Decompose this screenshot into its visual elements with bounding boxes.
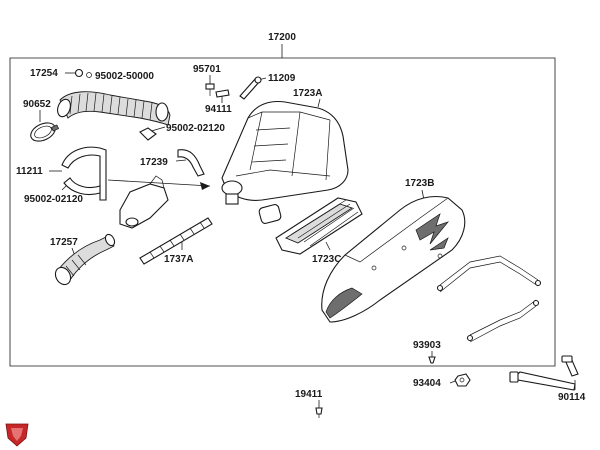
label-17200: 17200 [268, 32, 296, 43]
label-1723C: 1723C [312, 254, 341, 265]
label-90114: 90114 [558, 392, 586, 403]
part-90114-bolts [509, 355, 579, 391]
part-1723A-case [221, 100, 349, 205]
part-90652-clamp [30, 122, 60, 142]
label-90652: 90652 [23, 99, 51, 110]
label-95701: 95701 [193, 64, 221, 75]
part-11209-strap [239, 76, 262, 100]
label-11211: 11211 [16, 166, 43, 177]
label-93404: 93404 [413, 378, 441, 389]
label-95002-02120-a: 95002-02120 [166, 123, 225, 134]
label-1723B: 1723B [405, 178, 434, 189]
part-17254-cap [74, 68, 92, 78]
label-19411: 19411 [295, 389, 323, 400]
part-17239-hose [139, 127, 205, 177]
label-95002-50000: 95002-50000 [95, 71, 154, 82]
label-1737A: 1737A [164, 254, 193, 265]
part-intake-duct [57, 91, 171, 126]
part-1723C-filter [275, 197, 363, 255]
part-connector [107, 175, 211, 229]
part-19411-screw [315, 407, 323, 418]
part-1723B-cover [321, 195, 466, 323]
part-11211-tube [61, 146, 107, 201]
label-1723A: 1723A [293, 88, 322, 99]
assembly-frame [9, 44, 556, 367]
part-1737A-tube [139, 217, 213, 265]
red-shield-logo-icon [5, 423, 29, 447]
part-93903-screw [428, 356, 436, 364]
label-93903: 93903 [413, 340, 441, 351]
part-95701-bolt [205, 83, 230, 98]
label-11209: 11209 [268, 73, 296, 84]
part-93404-nut [454, 373, 471, 387]
part-wire-clips [436, 255, 542, 343]
label-17254: 17254 [30, 68, 58, 79]
label-17257: 17257 [50, 237, 78, 248]
label-94111: 94111 [205, 104, 232, 115]
label-17239: 17239 [140, 157, 168, 168]
part-gasket [258, 204, 282, 224]
label-95002-02120-b: 95002-02120 [24, 194, 83, 205]
part-17257-hose [54, 233, 116, 286]
